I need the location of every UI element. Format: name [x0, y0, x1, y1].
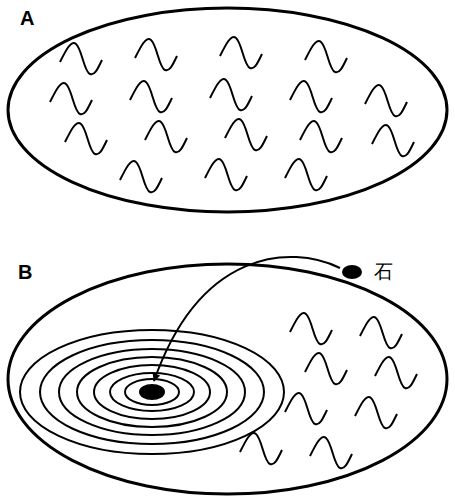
- region-outline: [6, 6, 449, 214]
- wave: [65, 123, 107, 154]
- ripple: [40, 340, 264, 444]
- region: A: [6, 6, 449, 214]
- wave: [305, 41, 347, 72]
- wave: [375, 357, 417, 388]
- wave: [365, 85, 407, 116]
- wave: [210, 79, 252, 110]
- wave: [285, 159, 327, 190]
- wave: [220, 37, 262, 68]
- stone-label: 石: [374, 262, 393, 281]
- region-ellipse: [8, 8, 447, 212]
- panel-letter: B: [18, 262, 32, 282]
- wave: [225, 119, 267, 150]
- wave-group-b: [240, 313, 417, 468]
- wave: [145, 121, 187, 152]
- ripple-rings: [20, 330, 284, 454]
- wave: [305, 353, 347, 384]
- ripple: [20, 330, 284, 454]
- wave: [205, 159, 247, 190]
- wave: [50, 83, 92, 114]
- wave: [285, 393, 327, 424]
- wave: [290, 81, 332, 112]
- stone: [342, 265, 362, 279]
- wave: [355, 397, 397, 428]
- wave: [120, 161, 162, 192]
- wave-group-a: [50, 37, 414, 192]
- wave: [130, 81, 172, 112]
- stone-in-water: [139, 384, 165, 400]
- region-outline: [6, 262, 449, 496]
- wave: [300, 121, 342, 152]
- ripple: [110, 373, 194, 411]
- throw-arrow: [154, 257, 340, 381]
- ripple: [94, 365, 210, 419]
- panel-letter: A: [20, 8, 34, 28]
- wave: [310, 437, 352, 468]
- wave: [290, 313, 332, 344]
- ripple: [125, 379, 179, 405]
- wave: [372, 125, 414, 156]
- ripple: [77, 357, 227, 427]
- ripple: [59, 349, 245, 435]
- region: B: [6, 262, 449, 496]
- region-ellipse: [8, 264, 447, 494]
- wave: [240, 433, 282, 464]
- wave: [60, 43, 102, 74]
- wave: [360, 317, 402, 348]
- wave: [135, 39, 177, 70]
